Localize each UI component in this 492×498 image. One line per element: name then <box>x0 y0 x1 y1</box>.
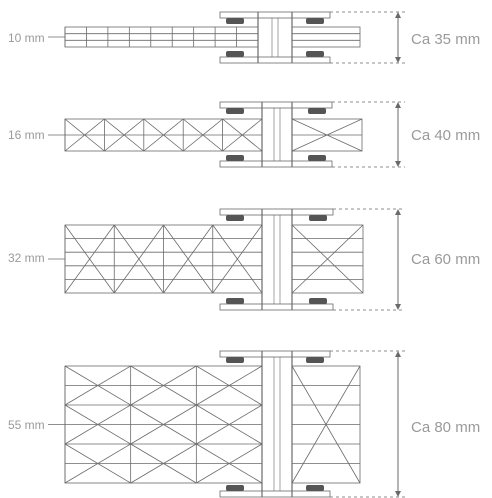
gasket-top <box>309 215 327 221</box>
gasket-top <box>226 18 244 24</box>
dimension-arrow-top <box>395 209 401 215</box>
height-label-35mm: Ca 35 mm <box>411 31 480 48</box>
gasket-top <box>306 18 324 24</box>
panel-diagonal <box>291 365 361 484</box>
dimension-arrow-bottom <box>395 161 401 167</box>
profile-bottom-flange <box>219 160 333 168</box>
thickness-label-16mm: 16 mm <box>8 128 45 142</box>
dimension-arrow-bottom <box>395 57 401 63</box>
thickness-label-10mm: 10 mm <box>8 31 45 45</box>
gasket-top <box>226 215 244 221</box>
panel-diagonal <box>291 118 363 152</box>
panel-diagonal <box>130 365 197 406</box>
panel-diagonal <box>130 404 197 445</box>
panel-diagonal <box>196 443 263 484</box>
thickness-label-55mm: 55 mm <box>8 418 45 432</box>
panel-diagonal <box>196 404 263 445</box>
gasket-bottom <box>226 298 244 304</box>
gasket-bottom <box>308 155 326 161</box>
panel-16mm <box>48 101 405 168</box>
gasket-bottom <box>226 485 244 491</box>
profile-bottom-flange <box>219 303 334 311</box>
panel-diagonal <box>143 118 184 152</box>
panel-diagonal <box>64 118 105 152</box>
panel-diagonal <box>130 443 197 484</box>
gasket-top <box>226 357 244 363</box>
gasket-top <box>308 108 326 114</box>
dimension-arrow-bottom <box>395 304 401 310</box>
thickness-label-32mm: 32 mm <box>8 251 45 265</box>
panel-diagonal <box>64 443 131 484</box>
panel-diagonal <box>212 224 263 294</box>
profile-top-flange <box>219 11 331 19</box>
panel-diagonal <box>64 224 115 294</box>
gasket-bottom <box>306 485 324 491</box>
gasket-bottom <box>226 155 244 161</box>
panel-32mm <box>48 208 405 311</box>
panel-diagonal <box>196 365 263 406</box>
panel-diagonal <box>163 224 214 294</box>
gasket-top <box>226 108 244 114</box>
dimension-arrow-top <box>395 12 401 18</box>
gasket-bottom <box>306 51 324 57</box>
gasket-top <box>306 357 324 363</box>
panel-sheet-right <box>291 26 361 48</box>
panel-diagonal <box>104 118 145 152</box>
panel-diagonal <box>64 365 131 406</box>
profile-top-flange <box>219 101 333 109</box>
height-label-80mm: Ca 80 mm <box>411 419 480 436</box>
profile-top-flange <box>219 208 334 216</box>
panel-sheet-left <box>64 26 259 48</box>
gasket-bottom <box>309 298 327 304</box>
height-label-60mm: Ca 60 mm <box>411 251 480 268</box>
panel-diagonal <box>113 224 164 294</box>
gasket-bottom <box>226 51 244 57</box>
panel-diagonal <box>64 404 131 445</box>
panel-55mm <box>48 350 405 498</box>
panel-10mm <box>48 11 405 64</box>
profile-bottom-flange <box>219 56 331 64</box>
panel-diagonal <box>222 118 263 152</box>
profile-bottom-flange <box>219 490 331 498</box>
dimension-arrow-top <box>395 102 401 108</box>
panel-diagonal <box>291 224 364 294</box>
height-label-40mm: Ca 40 mm <box>411 127 480 144</box>
dimension-arrow-top <box>395 351 401 357</box>
panel-diagonal <box>182 118 223 152</box>
dimension-arrow-bottom <box>395 491 401 497</box>
profile-top-flange <box>219 350 331 358</box>
